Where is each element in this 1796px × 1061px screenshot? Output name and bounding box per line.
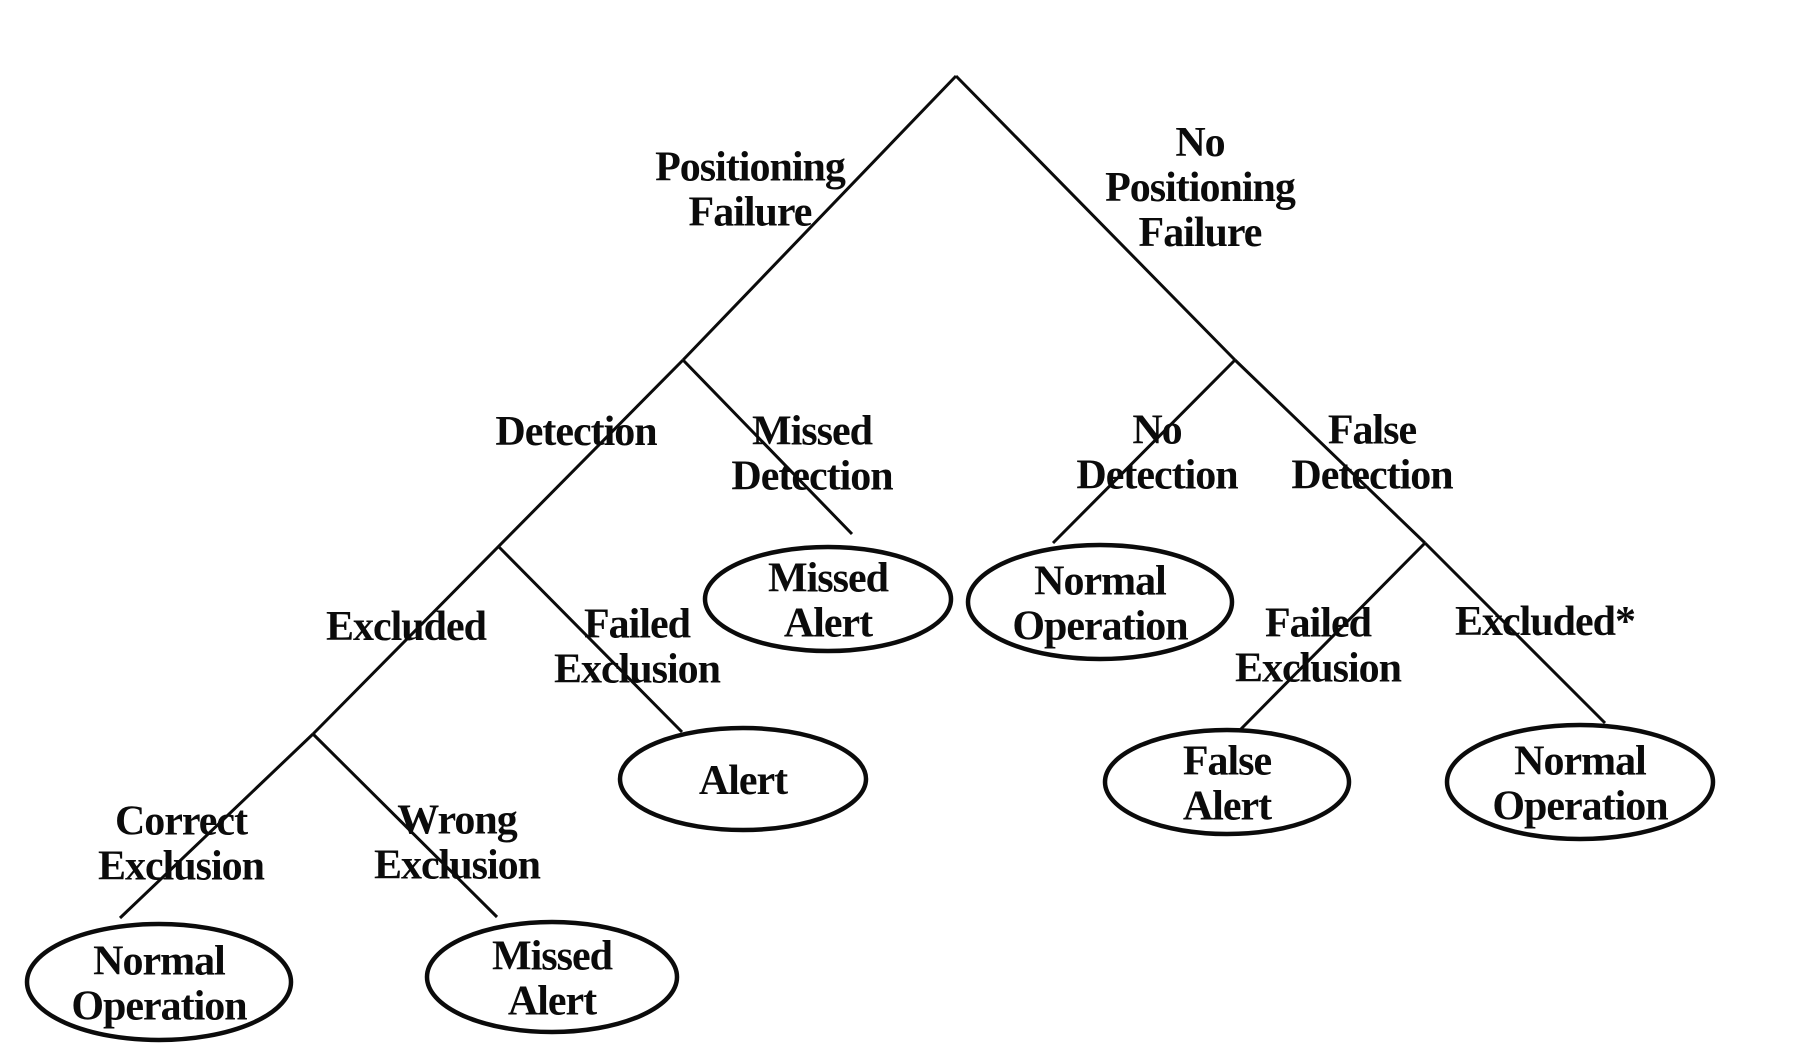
branch-label-detection: Detection	[495, 409, 657, 455]
tree-edge	[118, 732, 315, 920]
tree-edge	[1238, 541, 1427, 732]
outcome-label-line: Normal	[1034, 559, 1166, 605]
branch-label-line: False	[1328, 408, 1417, 454]
tree-edge	[954, 74, 1237, 362]
outcome-ellipse-normal-operation-1	[24, 921, 294, 1043]
branch-label-excluded-star: Excluded*	[1455, 599, 1635, 645]
branch-label-line: Detection	[731, 454, 893, 500]
branch-label-line: Correct	[115, 799, 248, 845]
branch-label-line: Failure	[1139, 210, 1262, 256]
branch-label-line: Exclusion	[554, 647, 721, 693]
tree-edge	[1233, 358, 1427, 545]
outcome-label-line: Normal	[1514, 739, 1646, 785]
outcome-label-line: Missed	[492, 934, 613, 980]
outcome-ellipse-missed-alert-1	[702, 544, 954, 654]
outcome-label-line: Alert	[1183, 784, 1272, 830]
outcome-label-line: False	[1183, 739, 1272, 785]
branch-label-line: Failed	[584, 602, 691, 648]
branch-label-line: Failed	[1265, 601, 1372, 647]
outcome-label-line: Missed	[768, 556, 889, 602]
outcome-ellipse-normal-operation-2	[965, 542, 1235, 662]
tree-edge	[496, 544, 684, 734]
branch-label-line: Missed	[752, 409, 873, 455]
branch-label-line: No	[1175, 120, 1224, 166]
tree-edge	[681, 358, 854, 536]
branch-label-line: Excluded	[326, 604, 487, 650]
branch-label-line: Positioning	[1105, 165, 1296, 211]
branch-label-line: No	[1132, 408, 1181, 454]
outcome-label-alert: Alert	[699, 758, 788, 804]
tree-edge	[1051, 358, 1237, 545]
tree-edge	[311, 732, 499, 919]
outcome-ellipse-normal-operation-3	[1444, 722, 1716, 842]
outcome-label-line: Alert	[508, 979, 597, 1025]
outcome-label-line: Alert	[784, 601, 873, 647]
outcome-ellipse-false-alert	[1102, 727, 1352, 837]
branch-label-line: Exclusion	[374, 843, 541, 889]
branch-label-line: Exclusion	[1235, 646, 1402, 692]
branch-label-excluded: Excluded	[326, 604, 487, 650]
branch-label-line: Detection	[1076, 453, 1238, 499]
outcome-label-line: Normal	[93, 939, 225, 985]
branch-label-line: Detection	[495, 409, 657, 455]
outcome-ellipse-missed-alert-2	[424, 919, 680, 1035]
branch-label-line: Excluded*	[1455, 599, 1635, 645]
outcome-label-line: Operation	[71, 984, 247, 1030]
outcome-label-line: Operation	[1492, 784, 1668, 830]
outcome-ellipse-alert	[617, 725, 869, 833]
tree-edge	[1423, 541, 1607, 725]
branch-label-line: Positioning	[655, 145, 846, 191]
branch-label-line: Detection	[1291, 453, 1453, 499]
outcome-label-line: Operation	[1012, 604, 1188, 650]
branch-label-line: Failure	[689, 190, 812, 236]
outcome-label-line: Alert	[699, 758, 788, 804]
branch-label-line: Wrong	[397, 798, 517, 844]
branch-label-line: Exclusion	[98, 844, 265, 890]
tree-edge	[681, 74, 958, 362]
